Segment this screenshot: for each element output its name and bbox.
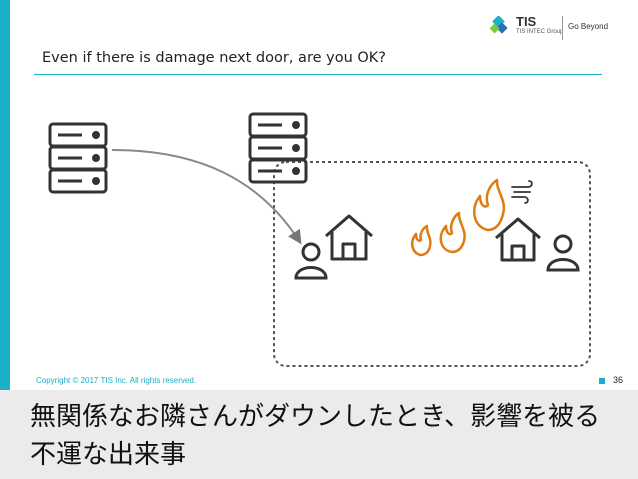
- logo-subtitle: TIS INTEC Group: [516, 29, 564, 35]
- page-marker: [599, 378, 605, 384]
- user-icon: [294, 242, 328, 280]
- logo-name: TIS: [516, 14, 537, 29]
- server-icon: [48, 122, 108, 194]
- server-icon: [248, 112, 308, 184]
- user-icon: [546, 234, 580, 272]
- copyright-text: Copyright © 2017 TIS Inc. All rights res…: [36, 376, 197, 385]
- flame-icon: [411, 178, 506, 257]
- logo-tagline: Go Beyond: [568, 22, 609, 31]
- migration-arrow: [111, 149, 302, 245]
- neighborhood-region: [273, 161, 591, 367]
- diagram: [48, 112, 591, 367]
- caption-text: 無関係なお隣さんがダウンしたとき、影響を被る不運な出来事: [30, 402, 601, 470]
- slide-title: Even if there is damage next door, are y…: [42, 50, 386, 66]
- home-icon: [325, 214, 373, 261]
- title-divider: [34, 74, 602, 75]
- wind-icon: [511, 180, 533, 204]
- caption-band: 無関係なお隣さんがダウンしたとき、影響を被る不運な出来事: [0, 390, 638, 479]
- company-logo: TIS TIS INTEC Group Go Beyond: [488, 14, 608, 44]
- accent-bar: [0, 0, 10, 479]
- logo-mark-icon: [489, 16, 508, 34]
- home-icon: [495, 217, 541, 262]
- logo-divider: [562, 16, 563, 40]
- page-number: 36: [613, 375, 624, 385]
